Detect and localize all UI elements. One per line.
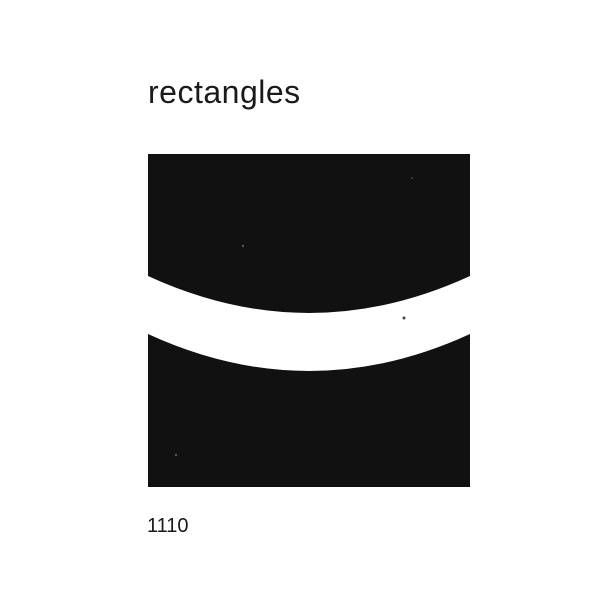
upper-rectangle — [148, 154, 470, 313]
ink-speck — [174, 453, 178, 457]
ink-speck — [411, 177, 413, 179]
ink-speck — [402, 316, 406, 320]
lower-rectangle — [148, 334, 470, 487]
title: rectangles — [148, 74, 301, 110]
ink-speck — [241, 244, 245, 248]
plate-number: 1110 — [147, 515, 189, 537]
